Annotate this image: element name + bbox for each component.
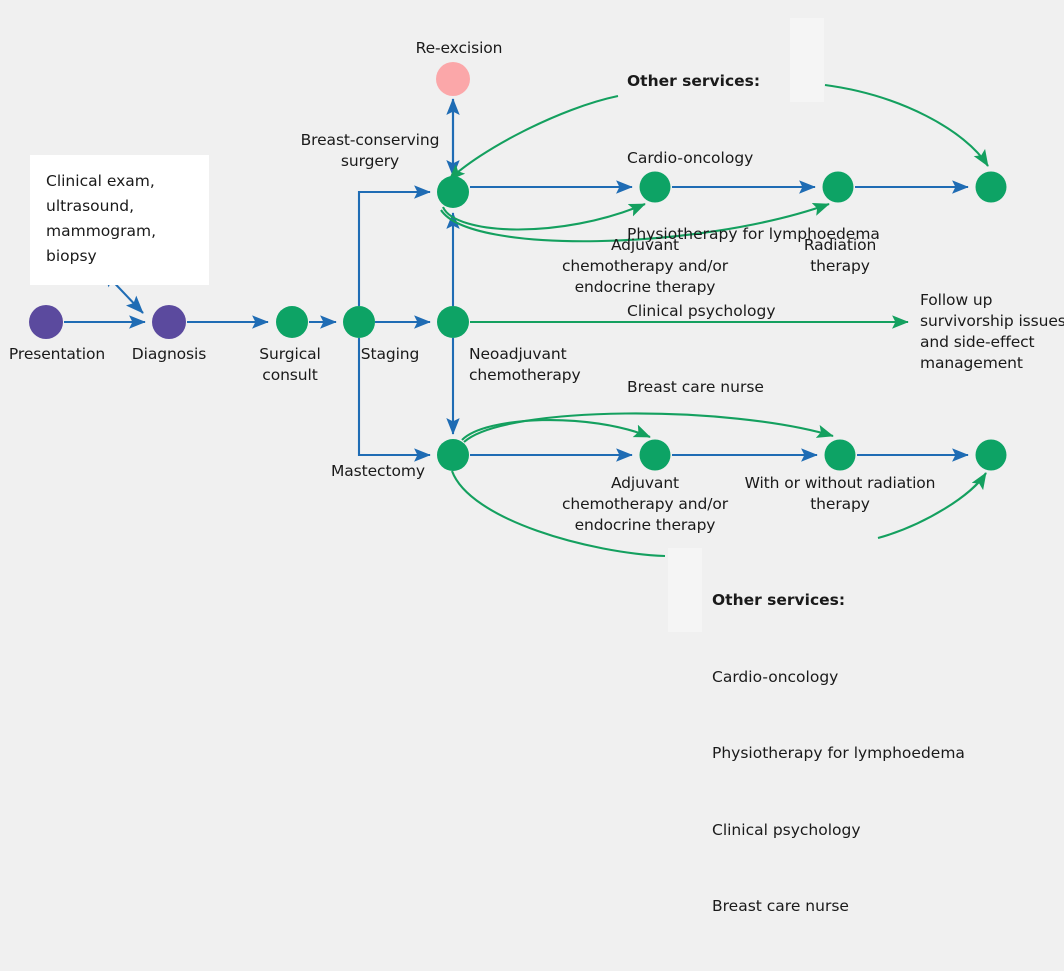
label-surgical-consult: Surgical consult <box>259 345 321 384</box>
other-services-top: Other services: Cardio-oncology Physioth… <box>627 18 880 452</box>
edges-layer <box>64 83 989 558</box>
node-presentation[interactable] <box>29 305 63 339</box>
node-top-endpoint[interactable] <box>975 171 1007 203</box>
other-services-top-heading: Other services: <box>627 72 761 90</box>
label-presentation: Presentation <box>8 345 106 363</box>
node-mastectomy[interactable] <box>437 439 469 471</box>
node-adjuvant-top[interactable] <box>639 171 671 203</box>
other-services-bottom-item-0: Cardio-oncology <box>712 667 839 686</box>
diagnostics-info-box: Clinical exam, ultrasound, mammogram, bi… <box>30 155 209 285</box>
node-re-excision[interactable] <box>436 62 470 96</box>
label-breast-conserving-surgery: Breast-conserving surgery <box>300 131 440 170</box>
node-staging[interactable] <box>343 306 375 338</box>
label-follow-up: Follow up survivorship issues and side-e… <box>920 291 1064 372</box>
node-adjuvant-bottom[interactable] <box>639 439 671 471</box>
node-bottom-endpoint[interactable] <box>975 439 1007 471</box>
node-diagnosis[interactable] <box>152 305 186 339</box>
label-adjuvant-bottom: Adjuvant chemotherapy and/or endocrine t… <box>561 474 729 534</box>
label-mastectomy: Mastectomy <box>331 462 425 480</box>
other-services-top-item-2: Clinical psychology <box>627 301 776 320</box>
other-services-top-item-3: Breast care nurse <box>627 378 764 396</box>
node-radiation-therapy[interactable] <box>822 171 854 203</box>
other-services-top-item-1: Physiotherapy for lymphoedema <box>627 225 880 243</box>
diagram-canvas: Presentation Diagnosis Surgical consult … <box>8 18 1064 915</box>
label-adjuvant-top: Adjuvant chemotherapy and/or endocrine t… <box>561 236 729 296</box>
label-radiation-therapy: Radiation therapy <box>803 236 877 275</box>
other-services-bottom-item-2: Clinical psychology <box>712 820 861 839</box>
label-neoadjuvant-chemotherapy: Neoadjuvant chemotherapy <box>469 345 581 384</box>
label-re-excision: Re-excision <box>415 39 503 57</box>
other-services-bottom-item-3: Breast care nurse <box>712 897 849 915</box>
other-services-bottom: Other services: Cardio-oncology Physioth… <box>712 537 965 971</box>
node-surgical-consult[interactable] <box>276 306 308 338</box>
node-neoadjuvant-chemotherapy[interactable] <box>437 306 469 338</box>
label-with-or-without-radiation: With or without radiation therapy <box>744 474 936 513</box>
other-services-bottom-heading: Other services: <box>712 591 846 609</box>
ghost-panel-top <box>790 18 824 102</box>
node-with-or-without-radiation[interactable] <box>824 439 856 471</box>
node-breast-conserving-surgery[interactable] <box>437 176 469 208</box>
other-services-top-item-0: Cardio-oncology <box>627 148 754 167</box>
label-staging: Staging <box>360 345 420 363</box>
ghost-panel-bottom <box>668 548 702 632</box>
other-services-bottom-item-1: Physiotherapy for lymphoedema <box>712 744 965 762</box>
label-diagnosis: Diagnosis <box>131 345 207 363</box>
